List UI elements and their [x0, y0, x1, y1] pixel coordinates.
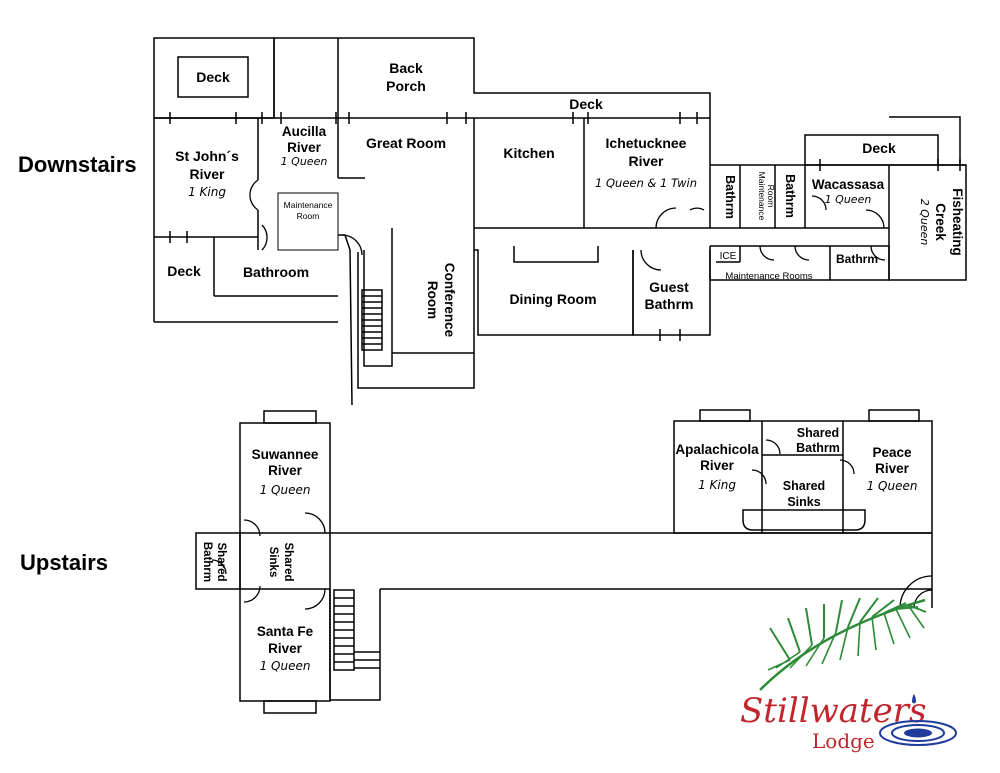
apalachicola-label-2: River: [700, 458, 735, 473]
downstairs-walls: [153, 37, 967, 406]
apalachicola-label-1: Apalachicola: [675, 442, 759, 457]
santa-fe-bed: 1 Queen: [260, 659, 311, 673]
downstairs-stairs: [361, 289, 383, 351]
guest-label-1: Guest: [649, 279, 689, 295]
conference-label-2: Room: [425, 281, 440, 319]
upstairs-walls: [195, 409, 933, 714]
peace-label-2: River: [875, 461, 910, 476]
downstairs-window-ticks: [169, 112, 961, 341]
st-johns-label-2: River: [189, 166, 225, 182]
palm-frond-icon: [759, 597, 927, 691]
maintenance-room-vertical-label-1: Maintenance: [757, 172, 767, 221]
shared-bathrm-label-1: Shared: [215, 543, 227, 582]
st-johns-label-1: St John´s: [175, 148, 239, 164]
upstairs-labels: Suwannee River 1 Queen Shared Bathrm Sha…: [201, 426, 917, 673]
logo-word-stillwaters: Stillwaters: [740, 691, 926, 731]
downstairs-heading: Downstairs: [18, 152, 137, 177]
wacassasa-label: Wacassasa: [812, 177, 885, 192]
santa-fe-label-1: Santa Fe: [257, 624, 314, 639]
santa-fe-label-2: River: [268, 641, 303, 656]
shared-bathrm-right-label-2: Bathrm: [796, 441, 840, 455]
bathrm-label-2: Bathrm: [783, 174, 797, 218]
suwannee-label-1: Suwannee: [252, 447, 319, 462]
wacassasa-bed: 1 Queen: [825, 193, 872, 206]
ichetucknee-label-1: Ichetucknee: [606, 135, 687, 151]
back-porch-label-1: Back: [389, 60, 423, 76]
stillwaters-lodge-logo: Stillwaters Lodge: [740, 597, 957, 753]
fisheating-bed: 2 Queen: [918, 199, 931, 246]
deck-top-label: Deck: [569, 96, 603, 112]
shared-bathrm-right-label-1: Shared: [797, 426, 839, 440]
shared-sinks-right-label-1: Shared: [783, 479, 825, 493]
back-porch-label-2: Porch: [386, 78, 426, 94]
shared-sinks-label-2: Sinks: [267, 547, 279, 578]
deck-top-left-label: Deck: [196, 69, 230, 85]
deck-bottom-left-label: Deck: [167, 263, 201, 279]
kitchen-label: Kitchen: [503, 145, 554, 161]
upstairs-stairs: [333, 589, 380, 671]
suwannee-bed: 1 Queen: [260, 483, 311, 497]
fisheating-label-1: Fisheating: [950, 188, 965, 256]
ichetucknee-bed: 1 Queen & 1 Twin: [595, 176, 697, 190]
shared-bathrm-label-2: Bathrm: [201, 542, 213, 582]
apalachicola-bed: 1 King: [698, 478, 736, 492]
aucilla-label-1: Aucilla: [282, 124, 327, 139]
dining-room-label: Dining Room: [509, 291, 596, 307]
logo-word-lodge: Lodge: [812, 729, 875, 753]
bathroom-label: Bathroom: [243, 264, 309, 280]
water-ripple-icon: [879, 694, 957, 746]
bathrm-label-1: Bathrm: [723, 175, 737, 219]
downstairs-labels: Deck Back Porch Deck St John´s River 1 K…: [167, 60, 965, 338]
suwannee-label-2: River: [268, 463, 303, 478]
shared-sinks-label-1: Shared: [282, 543, 294, 582]
bathrm-label-3: Bathrm: [836, 252, 878, 266]
aucilla-label-2: River: [287, 140, 322, 155]
ichetucknee-label-2: River: [628, 153, 664, 169]
downstairs-doors: [249, 179, 886, 271]
maintenance-rooms-label: Maintenance Rooms: [725, 271, 812, 282]
great-room-label: Great Room: [366, 135, 446, 151]
upstairs-doors: [211, 439, 933, 610]
upstairs-heading: Upstairs: [20, 550, 108, 575]
guest-label-2: Bathrm: [644, 296, 693, 312]
deck-right-label: Deck: [862, 140, 896, 156]
shared-sinks-right-label-2: Sinks: [787, 495, 820, 509]
fisheating-label-2: Creek: [933, 203, 948, 241]
maintenance-room-label-1: Maintenance: [284, 200, 333, 210]
aucilla-bed: 1 Queen: [281, 155, 328, 168]
maintenance-room-vertical-label-2: Room: [766, 185, 776, 208]
peace-label-1: Peace: [872, 445, 912, 460]
conference-label-1: Conference: [442, 263, 457, 338]
st-johns-bed: 1 King: [188, 185, 226, 199]
peace-bed: 1 Queen: [867, 479, 918, 493]
ice-label: ICE: [720, 251, 737, 262]
maintenance-room-label-2: Room: [297, 211, 320, 221]
